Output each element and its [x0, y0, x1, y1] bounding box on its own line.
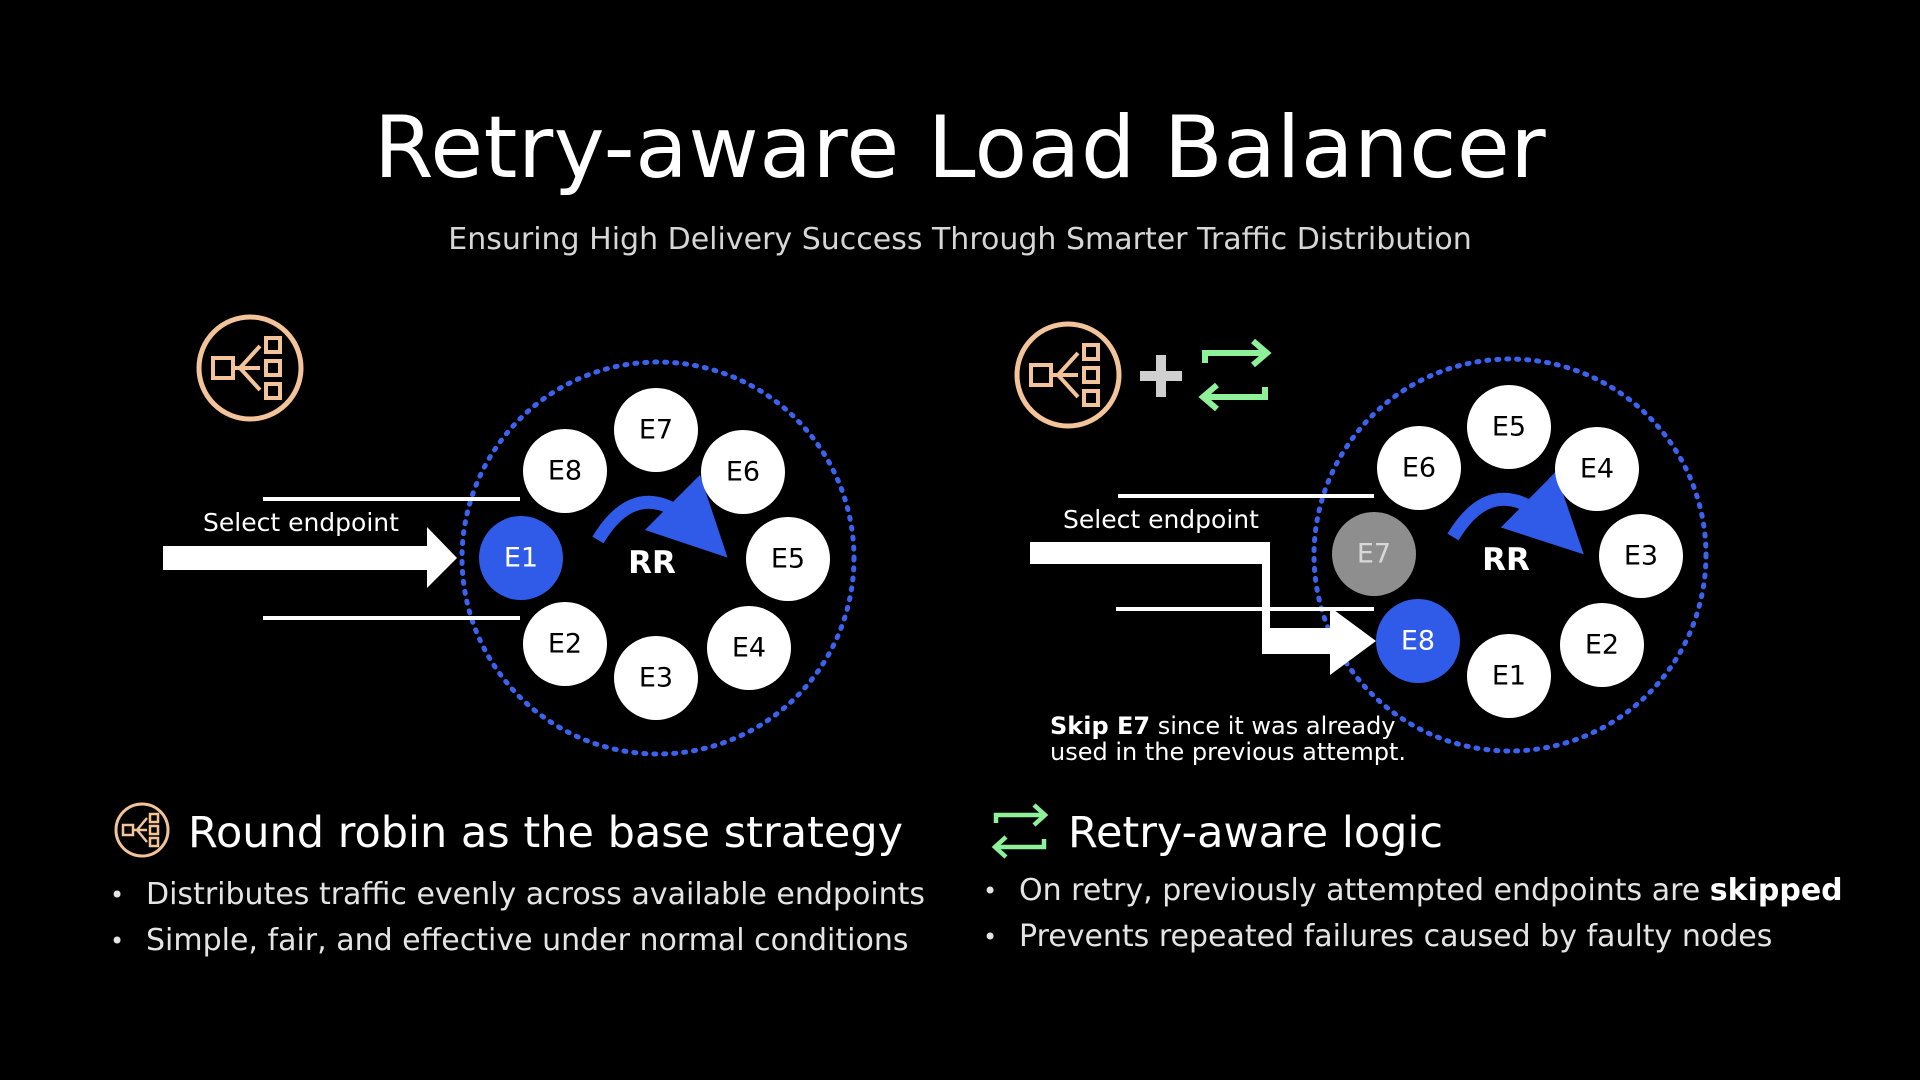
endpoint-label: E5 — [1492, 412, 1526, 443]
left-diagram: RR E1 E2 E3 E4 E5 E6 E7 E8 — [163, 314, 857, 757]
bullet-item: Simple, fair, and effective under normal… — [110, 918, 925, 964]
bullet-text: On retry, previously attempted endpoints… — [1019, 873, 1710, 908]
endpoint-label: E6 — [1402, 453, 1436, 484]
rr-label: RR — [1482, 542, 1530, 578]
bullet-item: Prevents repeated failures caused by fau… — [983, 914, 1843, 960]
endpoint-label: E6 — [726, 457, 760, 488]
section-retry-aware: Retry-aware logic On retry, previously a… — [983, 808, 1843, 960]
retry-select-arrow — [1030, 542, 1376, 675]
endpoint-node: E4 — [707, 606, 791, 690]
endpoint-label: E3 — [639, 663, 673, 694]
skip-note-line2: used in the previous attempt. — [1050, 738, 1407, 766]
bullet-list: Distributes traffic evenly across availa… — [110, 872, 925, 964]
endpoint-label: E2 — [1585, 630, 1619, 661]
right-arrow-label: Select endpoint — [1063, 505, 1259, 534]
endpoint-label: E5 — [771, 544, 805, 575]
bullet-list: On retry, previously attempted endpoints… — [983, 868, 1843, 960]
page-subtitle: Ensuring High Delivery Success Through S… — [448, 222, 1472, 257]
endpoint-node: E5 — [1467, 385, 1551, 469]
endpoint-node: E6 — [1377, 426, 1461, 510]
retry-icon — [991, 803, 1049, 859]
endpoint-ring — [1311, 356, 1709, 754]
select-arrow — [163, 527, 457, 588]
right-diagram: RR E1 E2 E3 E4 E5 E6 E7 E8 — [1014, 321, 1709, 754]
bullet-item: On retry, previously attempted endpoints… — [983, 868, 1843, 914]
endpoint-node: E2 — [523, 602, 607, 686]
left-arrow-label: Select endpoint — [203, 508, 399, 537]
endpoint-node: E7 — [614, 388, 698, 472]
endpoint-node-skipped: E7 — [1332, 512, 1416, 596]
endpoint-label: E4 — [1580, 454, 1614, 485]
endpoint-ring — [459, 359, 857, 757]
endpoint-node: E1 — [1467, 634, 1551, 718]
endpoint-label: E1 — [1492, 661, 1526, 692]
rr-arrow — [1447, 471, 1584, 555]
endpoint-label: E2 — [548, 629, 582, 660]
section-heading: Round robin as the base strategy — [188, 808, 904, 858]
section-round-robin: Round robin as the base strategy Distrib… — [110, 808, 925, 964]
skip-note-bold: Skip E7 — [1050, 712, 1151, 740]
endpoint-node: E3 — [614, 636, 698, 720]
endpoint-node: E3 — [1599, 514, 1683, 598]
load-balancer-icon — [1014, 321, 1122, 429]
skip-note-rest: since it was already — [1150, 712, 1396, 740]
endpoint-label: E1 — [504, 543, 538, 574]
endpoint-label: E3 — [1624, 541, 1658, 572]
load-balancer-icon — [196, 314, 304, 422]
plus-icon — [1140, 355, 1182, 397]
bullet-item: Distributes traffic evenly across availa… — [110, 872, 925, 918]
endpoint-label: E4 — [732, 633, 766, 664]
retry-icon — [1198, 338, 1272, 412]
bullet-emphasis: skipped — [1709, 873, 1843, 908]
endpoint-node-selected: E8 — [1376, 599, 1460, 683]
rr-label: RR — [628, 545, 676, 581]
section-heading: Retry-aware logic — [1068, 808, 1444, 858]
endpoint-node: E8 — [523, 429, 607, 513]
endpoint-label: E7 — [639, 415, 673, 446]
endpoint-node: E4 — [1555, 427, 1639, 511]
skip-note: Skip E7 since it was already used in the… — [1050, 713, 1406, 765]
endpoint-node: E6 — [701, 430, 785, 514]
page-title: Retry-aware Load Balancer — [373, 98, 1547, 198]
rr-arrow — [592, 474, 728, 558]
endpoint-node: E5 — [746, 517, 830, 601]
endpoint-node: E1 — [479, 516, 563, 600]
endpoint-label: E8 — [1401, 626, 1435, 657]
endpoint-label: E8 — [548, 456, 582, 487]
load-balancer-icon — [114, 802, 170, 858]
endpoint-node: E2 — [1560, 603, 1644, 687]
endpoint-label: E7 — [1357, 539, 1391, 570]
